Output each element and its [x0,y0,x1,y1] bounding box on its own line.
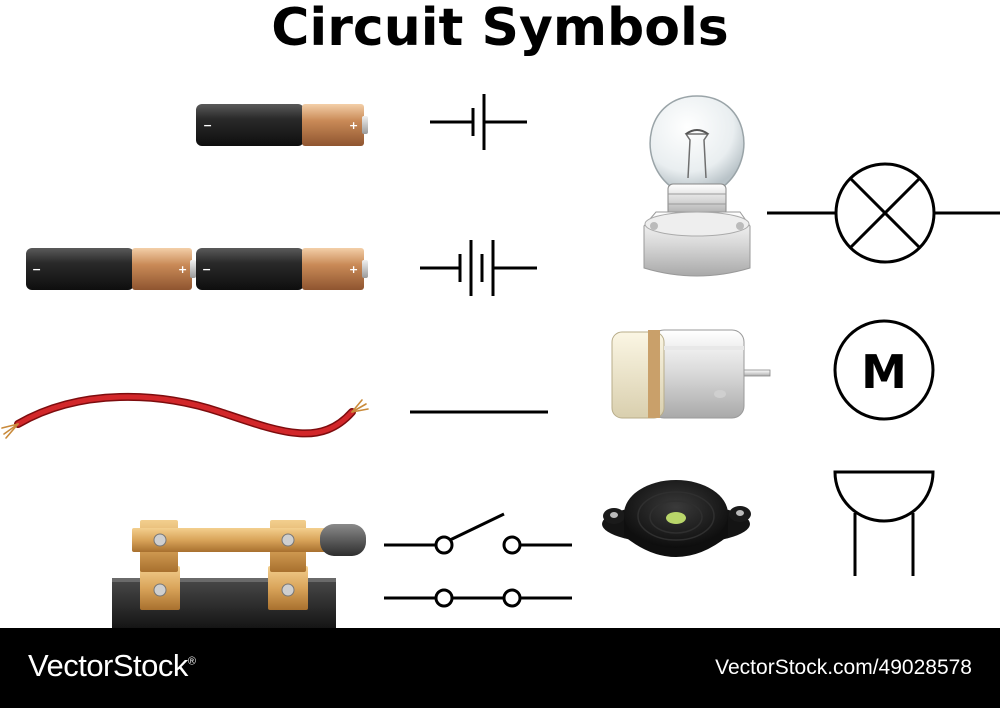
light-bulb-icon [643,95,751,277]
battery-negative-mark: − [202,263,211,276]
switch-closed-symbol-icon [384,588,572,608]
battery-positive-mark: + [349,263,358,276]
lamp-symbol-icon [767,162,1000,264]
knife-switch-icon [112,520,366,628]
page-title: Circuit Symbols [271,0,729,58]
battery-positive-mark: + [178,263,187,276]
wire-icon [1,392,369,439]
switch-open-symbol-icon [384,512,572,555]
illustration-canvas: − + − + − + [1,94,1000,628]
buzzer-symbol-icon [833,470,935,576]
double-battery-icon: − + − + [26,248,368,290]
battery-negative-mark: − [32,263,41,276]
buzzer-icon [602,480,751,557]
single-battery-icon: − + [196,104,368,146]
brand-name: VectorStock [28,648,188,683]
brand-logo[interactable]: VectorStock® [28,648,196,684]
battery-positive-mark: + [349,119,358,132]
cell-symbol-icon [430,94,527,150]
footer-bar: VectorStock® VectorStock.com/49028578 [0,628,1000,708]
trademark-mark: ® [187,655,196,668]
image-id-text: VectorStock.com/49028578 [715,656,972,679]
battery-negative-mark: − [203,119,212,132]
battery-symbol-icon [420,240,537,296]
motor-symbol-letter: M [861,345,907,399]
motor-symbol-icon: M [833,319,935,421]
motor-icon [611,329,771,419]
